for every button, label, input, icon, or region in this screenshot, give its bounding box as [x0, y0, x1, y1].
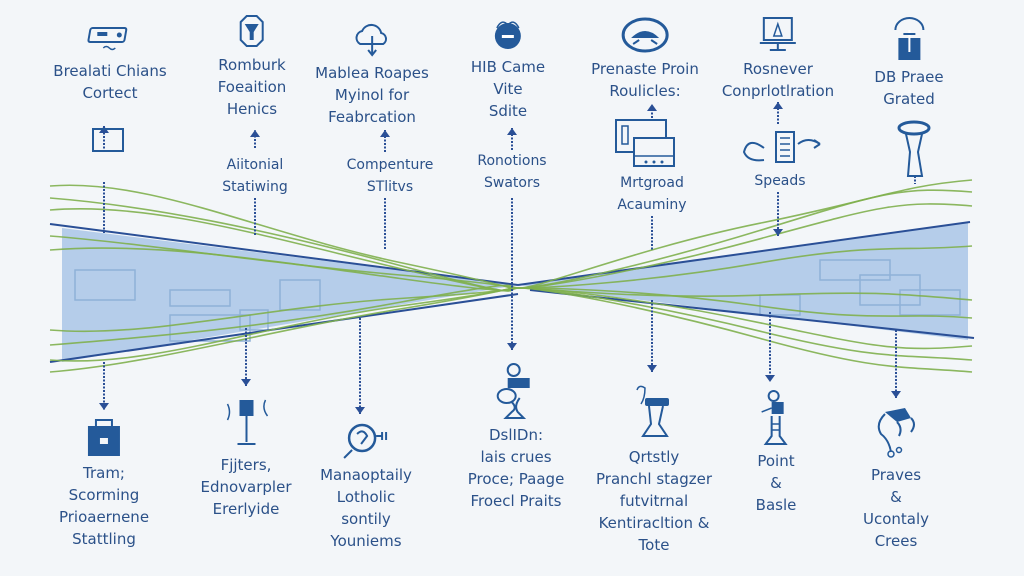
bottom-node-fjjters: Fjjters, Ednovarpler Ererlyide — [200, 392, 292, 520]
connector-arrowhead — [891, 391, 901, 398]
top-node-label: Mablea Roapes Myinol for Feabrcation — [315, 64, 429, 126]
dashboard-gauge-icon — [621, 17, 669, 53]
top-node-db-praee: DB Praee Grated — [874, 16, 944, 110]
devices-icon — [615, 119, 675, 167]
top-node-mablea-roapes: Mablea Roapes Myinol for Feabrcation — [315, 20, 429, 128]
pedestal-icon — [897, 120, 931, 177]
badge-icon — [495, 21, 521, 49]
bottom-node-tram-scorming: Tram; Scorming Prioaernene Stattling — [59, 418, 149, 550]
top-sublabel-mrtgroad: Mrtgroad Acauminy — [617, 172, 686, 216]
box-icon — [92, 128, 124, 152]
top-node-romburk: Romburk Foeaition Henics — [217, 14, 287, 120]
connector-arrowhead — [773, 229, 783, 236]
top-node-rosnever: Rosnever Conprlotlration — [722, 10, 834, 102]
figure-icon — [496, 363, 530, 419]
bottom-node-praves: Praves & Ucontaly Crees — [863, 404, 929, 552]
bottom-node-label: Fjjters, Ednovarpler Ererlyide — [200, 456, 292, 518]
connector-arrowhead — [647, 104, 657, 111]
top-node-hib-came: HIB Came Vite Sdite — [471, 16, 545, 122]
cloud-download-icon — [355, 23, 387, 57]
statue-icon — [761, 390, 788, 445]
funnel-right-wedge — [518, 222, 968, 340]
green-strand — [49, 287, 973, 373]
bottom-node-dsllidn: DslIDn: lais crues Proce; Paage Froecl P… — [467, 360, 565, 512]
sublabel-text: Compenture STlitvs — [346, 157, 434, 195]
top-node-label: HIB Came Vite Sdite — [470, 58, 546, 120]
bottom-node-point-basle: Point & Basle — [755, 388, 797, 516]
bottom-node-manaoptaily: Manaoptaily Lotholic sontily Youniems — [320, 420, 412, 552]
podium-icon — [636, 385, 669, 437]
package-icon — [894, 17, 924, 60]
lamp-icon — [240, 15, 264, 47]
sublabel-text: Aiitonial Statiwing — [222, 157, 288, 195]
funnel-top-left-edge — [49, 223, 519, 286]
bottom-node-label: Manaoptaily Lotholic sontily Youniems — [320, 466, 412, 550]
top-sublabel-speads: Speads — [754, 170, 805, 192]
bottom-node-label: Praves & Ucontaly Crees — [862, 466, 930, 550]
sublabel-text: Mrtgroad Acauminy — [617, 175, 687, 213]
background-sketch — [169, 289, 231, 307]
connector-arrowhead — [507, 343, 517, 350]
sublabel-text: Speads — [754, 173, 806, 189]
background-sketch — [899, 289, 961, 316]
background-sketch — [819, 259, 891, 281]
top-node-label: Romburk Foeaition Henics — [217, 56, 287, 118]
top-sublabel-compenture: Compenture STlitvs — [347, 154, 434, 198]
phone-exchange-icon — [742, 131, 821, 163]
connector-arrowhead — [241, 379, 251, 386]
background-sketch — [169, 314, 251, 342]
connector-arrowhead — [250, 130, 260, 137]
bottom-node-label: Qrtstly Pranchl stagzer futvitrnal Kenti… — [595, 448, 713, 554]
top-node-label: Rosnever Conprlotlration — [721, 60, 835, 100]
connector-arrowhead — [647, 365, 657, 372]
background-sketch — [74, 269, 136, 301]
bottom-node-qrtstly: Qrtstly Pranchl stagzer futvitrnal Kenti… — [596, 382, 712, 556]
monitor-icon — [760, 17, 796, 51]
connector-arrowhead — [99, 403, 109, 410]
top-node-label: DB Praee Grated — [874, 68, 944, 108]
top-node-label: Prenaste Proin Roulicles: — [591, 60, 699, 100]
top-sublabel-aiitonial: Aiitonial Statiwing — [222, 154, 287, 198]
connector-arrowhead — [507, 128, 517, 135]
connector-arrowhead — [773, 102, 783, 109]
background-sketch — [279, 279, 321, 311]
top-sublabel-ronotions: Ronotions Swators — [477, 150, 546, 194]
creature-icon — [877, 408, 915, 458]
magnifier-icon — [343, 423, 387, 459]
card-reader-icon — [87, 27, 127, 51]
connector-arrowhead — [765, 375, 775, 382]
bottom-node-label: Tram; Scorming Prioaernene Stattling — [58, 464, 150, 548]
connector-arrowhead — [355, 407, 365, 414]
top-node-prenaste-proin: Prenaste Proin Roulicles: — [591, 16, 699, 102]
connector-arrowhead — [380, 130, 390, 137]
top-node-label: Brealati Chians Cortect — [53, 62, 167, 102]
briefcase-icon — [88, 419, 120, 456]
funnel-left-wedge — [62, 228, 518, 362]
bottom-node-label: Point & Basle — [755, 452, 797, 514]
top-node-brealati-chians: Brealati Chians Cortect — [53, 24, 167, 104]
sublabel-text: Ronotions Swators — [477, 153, 547, 191]
signpost-icon — [226, 399, 268, 445]
bottom-node-label: DslIDn: lais crues Proce; Paage Froecl P… — [467, 426, 565, 510]
background-sketch — [239, 309, 269, 331]
